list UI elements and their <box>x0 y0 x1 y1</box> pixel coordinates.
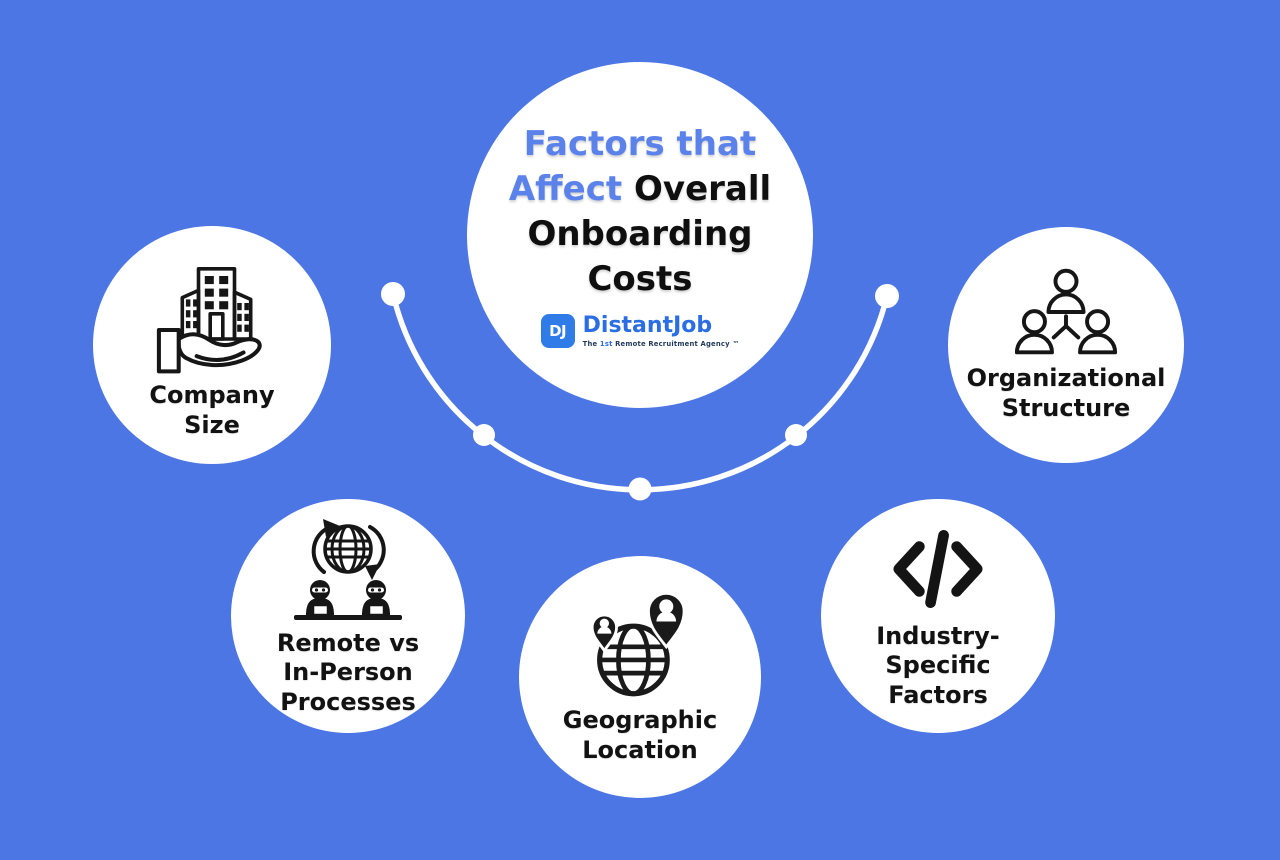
factor-label: Remote vs In-Person Processes <box>276 628 420 716</box>
center-title-circle: Factors that Affect Overall Onboarding C… <box>467 62 813 408</box>
factor-circle-industry-specific: Industry-Specific Factors <box>821 499 1055 733</box>
distantjob-logo-mark: DJ <box>540 314 575 348</box>
factor-circle-organizational-structure: Organizational Structure <box>948 227 1184 463</box>
factor-circle-company-size: Company Size <box>93 226 331 464</box>
arc-dot <box>473 424 495 446</box>
code-icon <box>882 522 994 616</box>
arc-dot <box>628 477 652 501</box>
factor-circle-geographic-location: Geographic Location <box>519 556 761 798</box>
factor-label: Company Size <box>149 381 275 439</box>
arc-dot <box>875 284 899 308</box>
arc-dot <box>381 282 405 306</box>
distantjob-logo-tagline: The 1st Remote Recruitment Agency ™ <box>582 339 740 348</box>
factor-label: Geographic Location <box>562 706 718 764</box>
arc-dot <box>785 424 807 446</box>
globe-location-pins-icon <box>579 588 701 700</box>
distantjob-logo-name: DistantJob <box>582 312 713 338</box>
remote-teams-globe-icon <box>288 515 408 623</box>
building-on-hand-icon <box>153 249 271 375</box>
factor-label: Industry-Specific Factors <box>876 621 1000 709</box>
factor-circle-remote-vs-in-person: Remote vs In-Person Processes <box>231 499 465 733</box>
distantjob-logo: DJ DistantJob The 1st Remote Recruitment… <box>540 312 740 348</box>
org-hierarchy-icon <box>1009 266 1123 358</box>
page-title: Factors that Affect Overall Onboarding C… <box>508 124 772 299</box>
factor-label: Organizational Structure <box>966 364 1166 422</box>
